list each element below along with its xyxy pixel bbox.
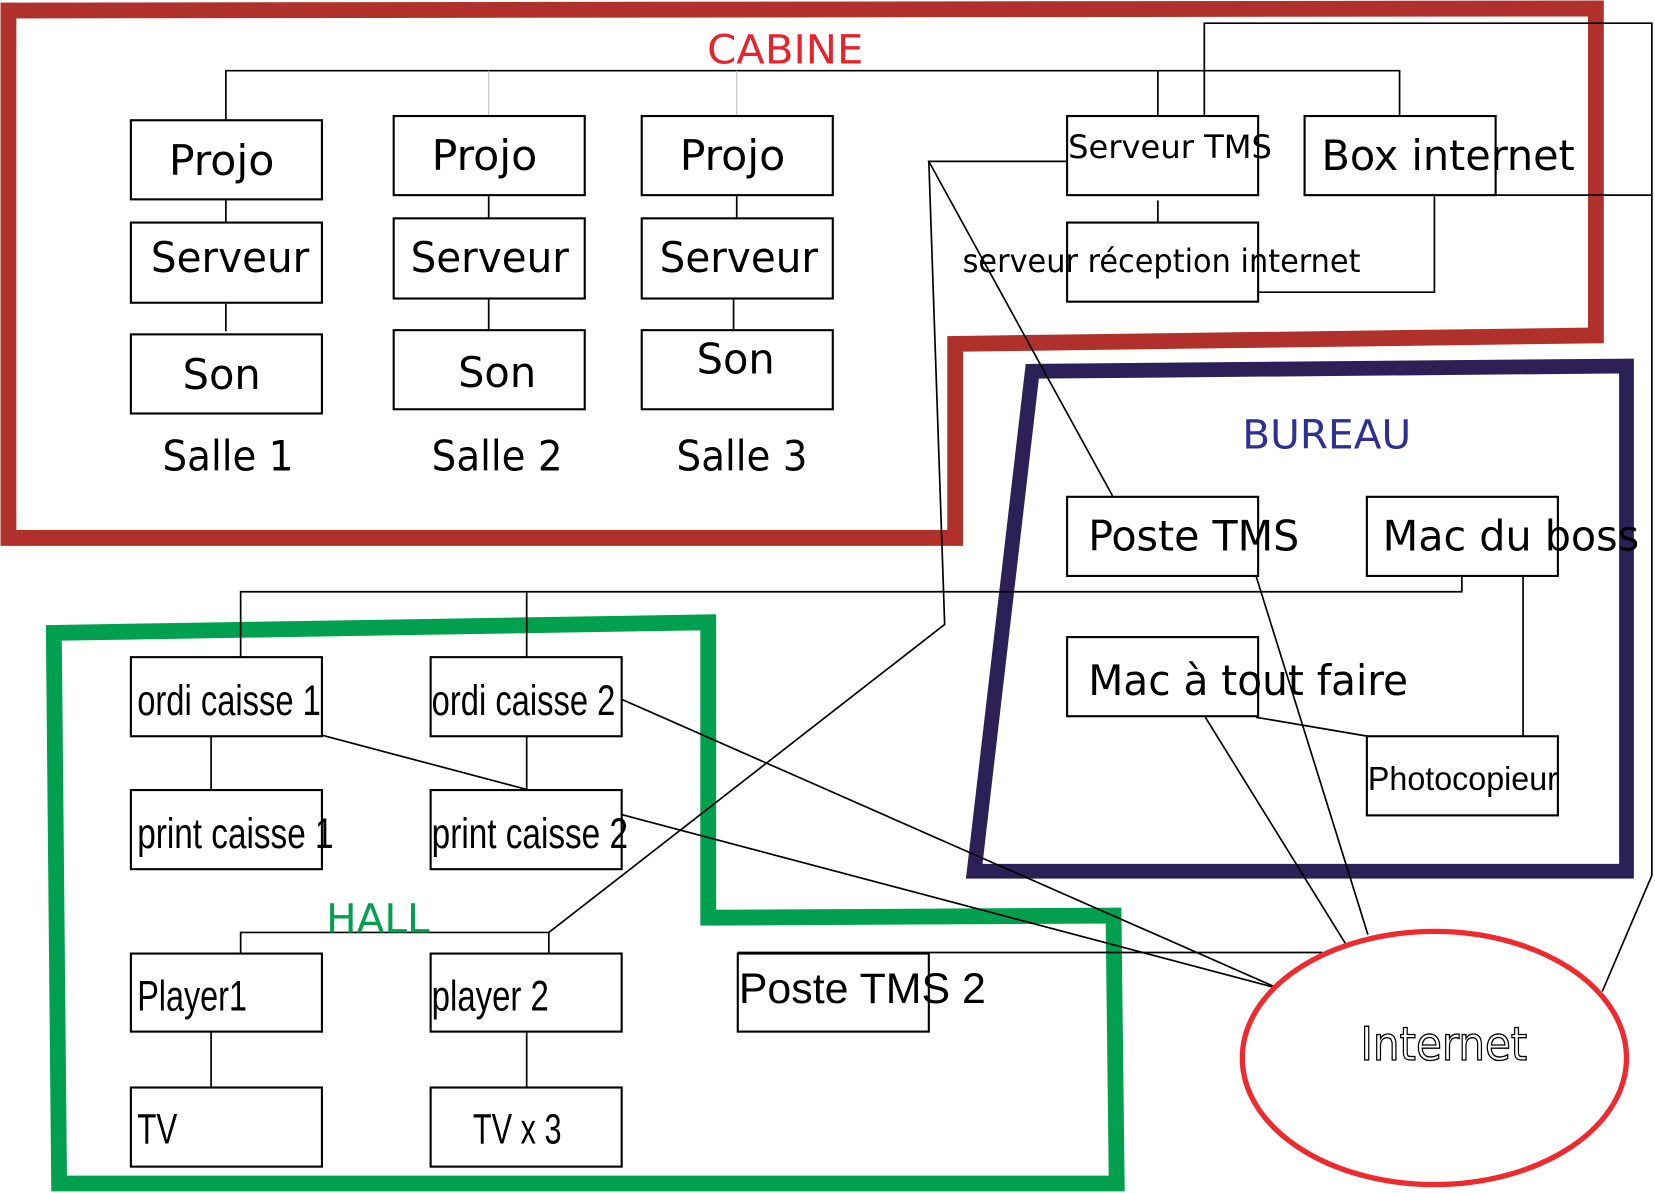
- son-2-box[interactable]: [392, 329, 586, 411]
- player-2-label: player 2: [432, 973, 549, 1020]
- son-3-box[interactable]: [640, 329, 834, 411]
- serveur-3-box[interactable]: [640, 217, 834, 300]
- ordi-caisse-2-box[interactable]: [429, 656, 623, 738]
- projo-1-label: Projo: [169, 136, 275, 185]
- serveur-1-label: Serveur: [151, 233, 310, 282]
- poste-tms-2-box[interactable]: [736, 952, 930, 1033]
- box-internet-label: Box internet: [1321, 131, 1574, 180]
- projo-3-box[interactable]: [640, 114, 834, 197]
- salle-3: Projo Serveur Son Salle 3: [640, 114, 834, 480]
- salle-2: Projo Serveur Son Salle 2: [392, 114, 586, 480]
- player-1-box[interactable]: [129, 952, 323, 1033]
- ordi-caisse-1-label: ordi caisse 1: [137, 677, 321, 724]
- tv-x3-label: TV x 3: [473, 1105, 562, 1152]
- cabine-title: CABINE: [707, 27, 863, 73]
- serveur-tms-box[interactable]: [1066, 114, 1260, 197]
- wire-cabine-bus: [225, 69, 1401, 120]
- connectors: [210, 22, 1653, 1087]
- salle-2-label: Salle 2: [432, 431, 563, 480]
- print-caisse-1-label: print caisse 1: [137, 810, 333, 857]
- salle-1-label: Salle 1: [163, 431, 294, 480]
- bureau-zone-border: [965, 358, 1634, 879]
- ordi-caisse-2-label: ordi caisse 2: [432, 677, 616, 724]
- bureau-title: BUREAU: [1242, 412, 1411, 458]
- wire-ordi1-internet: [321, 734, 1279, 990]
- wire-tms-outer-loop: [1203, 22, 1653, 196]
- photocopieur-box[interactable]: [1365, 735, 1559, 817]
- wire-right-edge-internet: [1601, 195, 1653, 992]
- wire-mac-internet: [1204, 716, 1347, 945]
- print-caisse-1-box[interactable]: [129, 789, 323, 871]
- mac-tout-faire-box[interactable]: [1066, 636, 1260, 718]
- internet-ellipse[interactable]: [1239, 928, 1630, 1188]
- poste-tms-label: Poste TMS: [1088, 512, 1299, 561]
- wire-mac-photocopieur: [1255, 716, 1369, 738]
- projo-2-label: Projo: [432, 131, 538, 180]
- wire-ordi2-internet: [621, 698, 1279, 990]
- player-1-label: Player1: [137, 973, 247, 1020]
- son-1-label: Son: [183, 350, 261, 399]
- cabine-zone-border: [0, 0, 1604, 546]
- serveur-reception-label: serveur réception internet: [963, 244, 1361, 280]
- mac-boss-box[interactable]: [1365, 495, 1559, 577]
- wire-box-reception: [1258, 196, 1436, 294]
- projo-2-box[interactable]: [392, 114, 586, 197]
- tv-box[interactable]: [129, 1086, 323, 1168]
- poste-tms-2-label: Poste TMS 2: [739, 965, 986, 1012]
- serveur-2-box[interactable]: [392, 217, 586, 300]
- mac-tout-faire-label: Mac à tout faire: [1088, 656, 1408, 705]
- box-internet-box[interactable]: [1303, 114, 1497, 197]
- son-2-label: Son: [458, 348, 536, 397]
- photocopieur-label: Photocopieur: [1368, 760, 1558, 798]
- mac-boss-label: Mac du boss: [1383, 512, 1639, 561]
- serveur-1-box[interactable]: [129, 221, 323, 304]
- projo-3-label: Projo: [680, 131, 786, 180]
- print-caisse-2-box[interactable]: [429, 789, 623, 871]
- tv-label: TV: [137, 1105, 177, 1152]
- salle-1: Projo Serveur Son Salle 1: [129, 119, 323, 480]
- serveur-3-label: Serveur: [660, 233, 819, 282]
- serveur-reception-box[interactable]: [1066, 221, 1260, 303]
- tv-x3-box[interactable]: [429, 1086, 623, 1168]
- wire-hall-bus: [239, 567, 1463, 658]
- poste-tms-box[interactable]: [1066, 495, 1260, 577]
- print-caisse-2-label: print caisse 2: [432, 810, 628, 857]
- salle-3-label: Salle 3: [677, 431, 808, 480]
- player-2-box[interactable]: [429, 952, 623, 1033]
- serveur-tms-label: Serveur TMS: [1068, 130, 1272, 166]
- hall-title: HALL: [326, 896, 430, 942]
- son-3-label: Son: [697, 334, 775, 383]
- projo-1-box[interactable]: [129, 119, 323, 201]
- wire-poste-tms-internet: [1255, 575, 1369, 935]
- internet-label: Internet: [1361, 1017, 1528, 1071]
- wire-player-bus: [239, 931, 550, 954]
- son-1-box[interactable]: [129, 333, 323, 415]
- serveur-2-label: Serveur: [411, 233, 570, 282]
- ordi-caisse-1-box[interactable]: [129, 656, 323, 738]
